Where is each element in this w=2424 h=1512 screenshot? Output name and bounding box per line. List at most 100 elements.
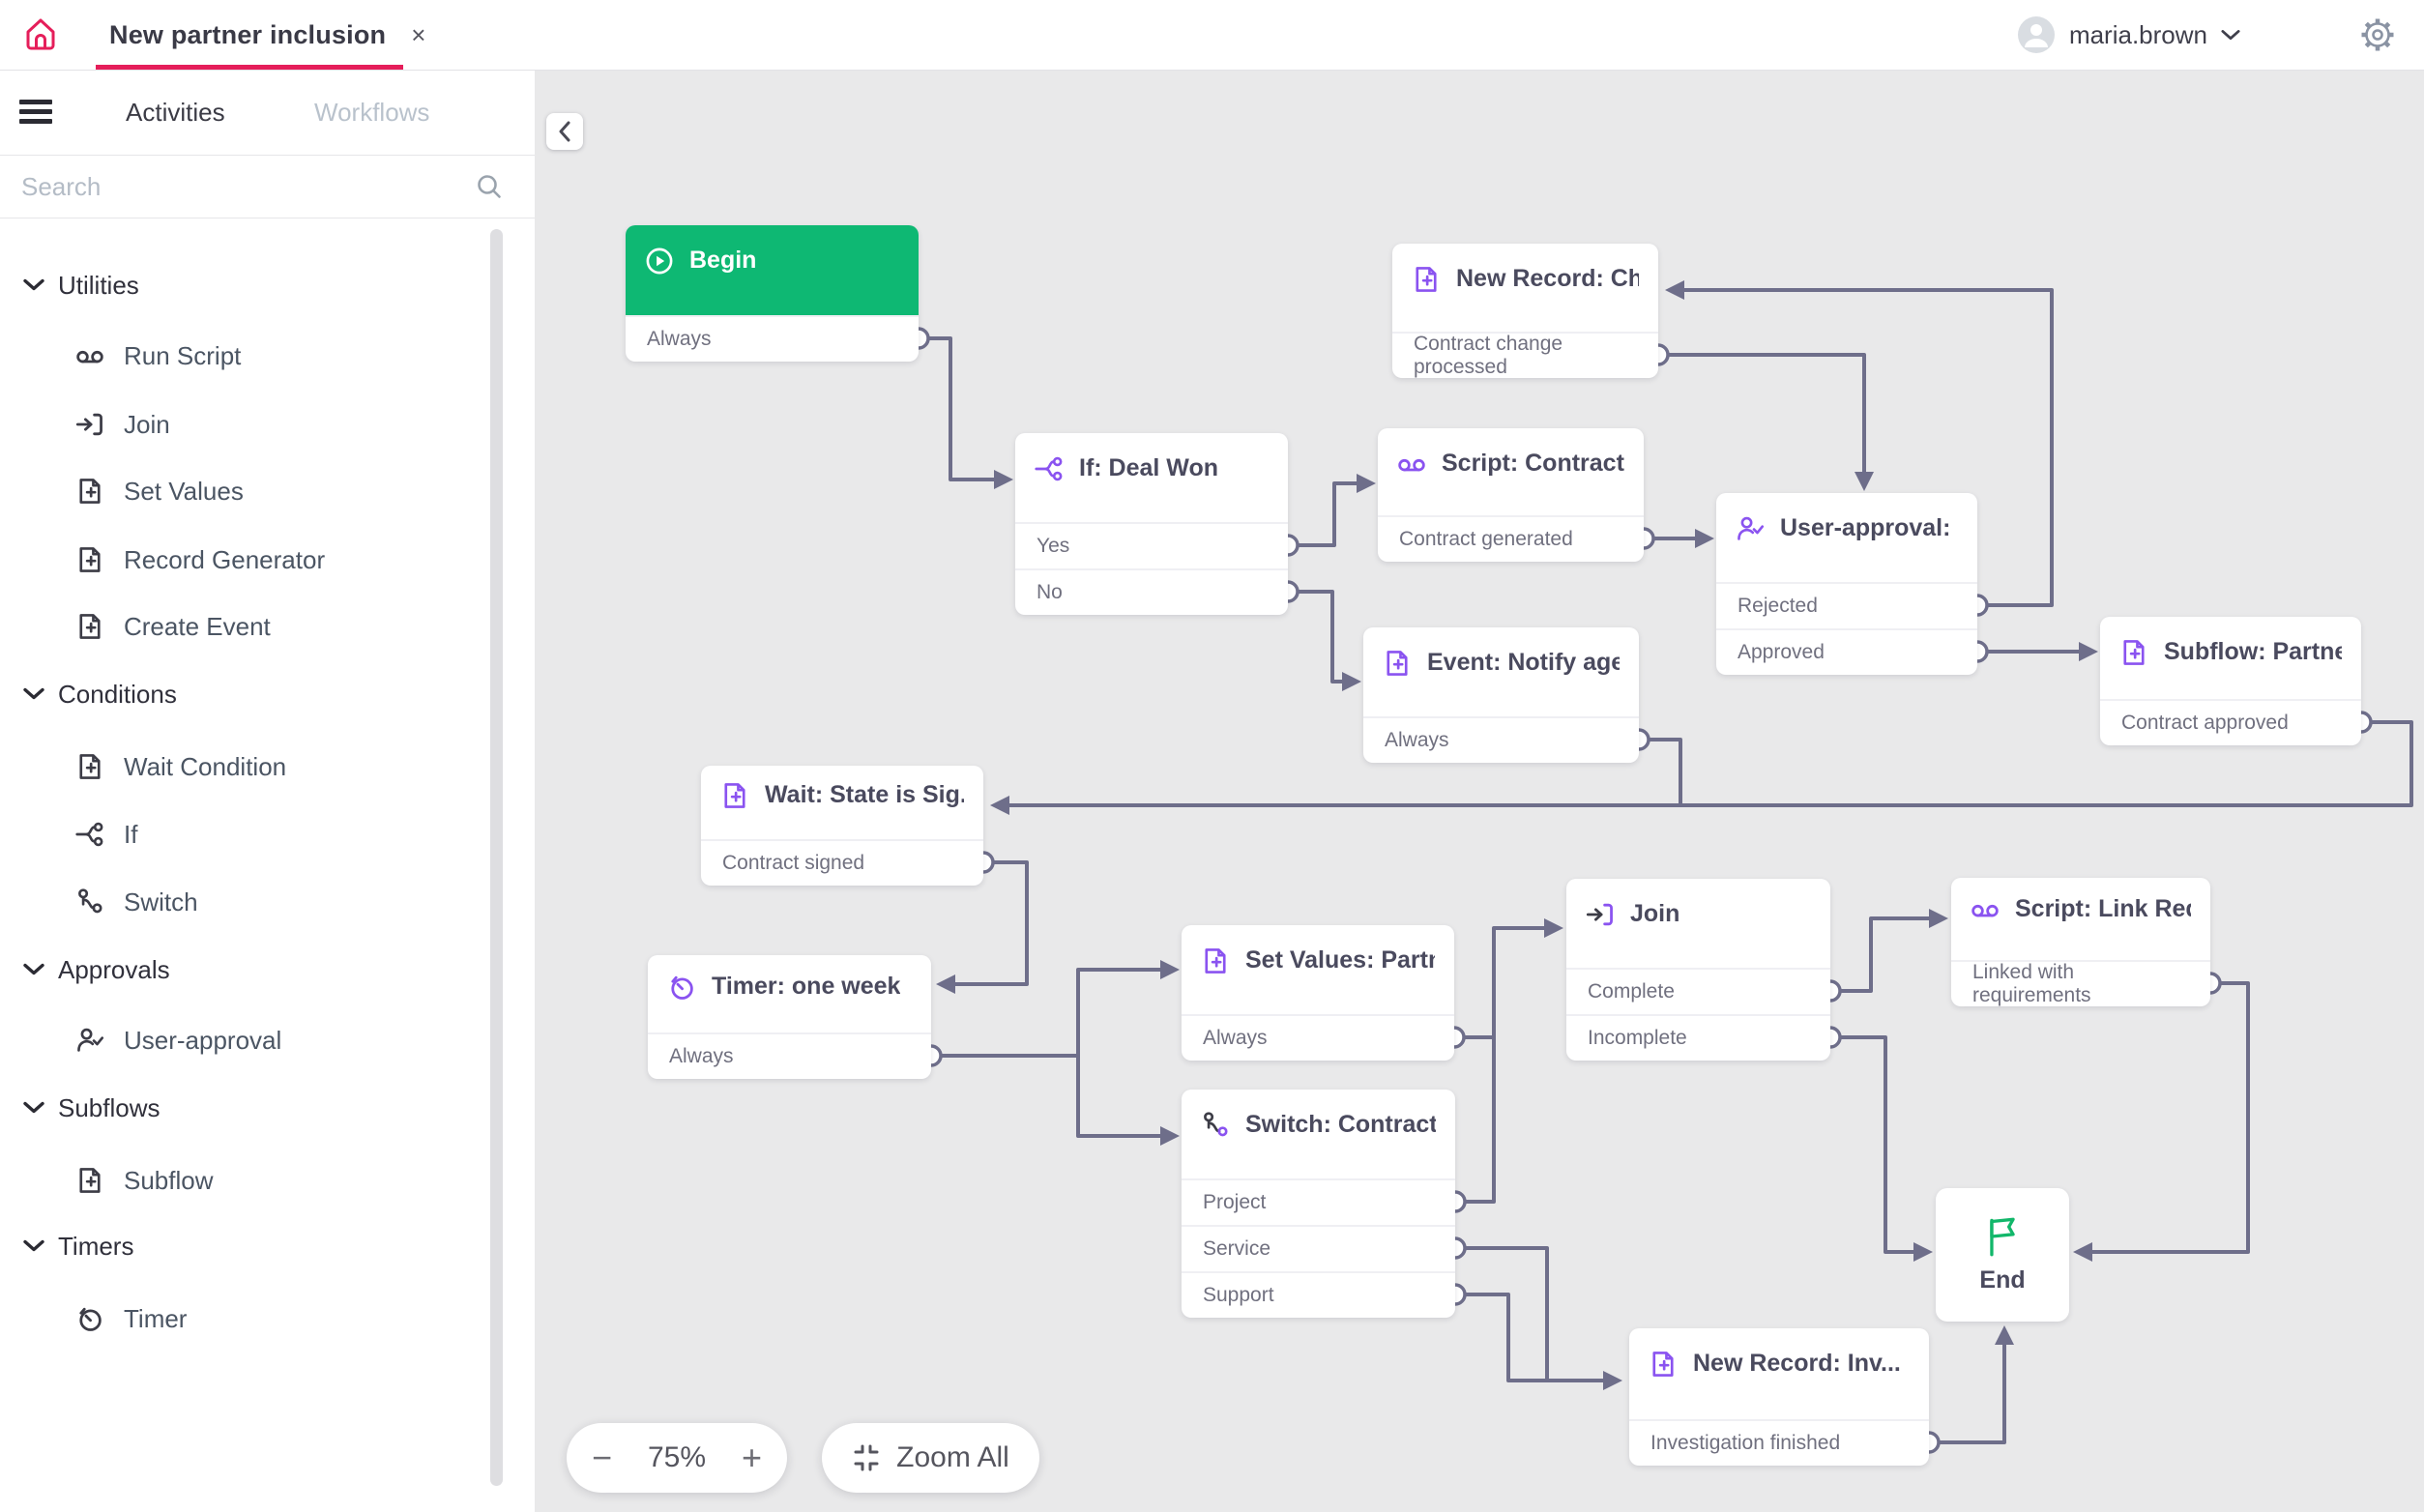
sidebar-item-subflow[interactable]: Subflow xyxy=(0,1157,483,1204)
node-user-approval[interactable]: User-approval: C... Rejected Approved xyxy=(1716,493,1977,675)
document-plus-icon xyxy=(720,781,749,810)
sidebar-item-run-script[interactable]: Run Script xyxy=(0,333,483,379)
output-row: Support xyxy=(1182,1271,1455,1318)
if-branch-icon xyxy=(1035,454,1064,483)
user-menu[interactable]: maria.brown xyxy=(2017,0,2240,70)
chevron-left-icon xyxy=(559,121,570,142)
sidebar-collapse-button[interactable] xyxy=(546,113,583,150)
output-label: Always xyxy=(669,1045,734,1067)
output-row: Contract generated xyxy=(1378,515,1644,562)
sidebar-item-timer[interactable]: Timer xyxy=(0,1295,483,1342)
node-timer-one-week[interactable]: Timer: one week Always xyxy=(648,955,931,1079)
script-icon xyxy=(1971,895,2000,924)
sidebar-item-set-values[interactable]: Set Values xyxy=(0,468,483,514)
tab-close-icon[interactable]: × xyxy=(411,20,426,49)
avatar xyxy=(2017,16,2055,53)
item-label: Join xyxy=(124,409,170,439)
output-label: Incomplete xyxy=(1588,1027,1687,1049)
output-row: No xyxy=(1015,568,1288,615)
zoom-out-button[interactable]: − xyxy=(592,1438,613,1477)
section-subflows[interactable]: Subflows xyxy=(0,1087,483,1129)
sidebar-item-switch[interactable]: Switch xyxy=(0,879,483,925)
tab-workflows[interactable]: Workflows xyxy=(314,70,429,155)
node-begin[interactable]: Begin Always xyxy=(626,225,919,362)
section-utilities[interactable]: Utilities xyxy=(0,264,483,306)
sidebar-item-wait-condition[interactable]: Wait Condition xyxy=(0,743,483,790)
tab-activities[interactable]: Activities xyxy=(126,70,225,155)
search-icon xyxy=(478,175,501,198)
node-title: User-approval: C... xyxy=(1780,514,1958,541)
if-branch-icon xyxy=(75,820,104,849)
output-label: Service xyxy=(1203,1237,1271,1260)
sidebar-scrollbar[interactable] xyxy=(490,229,503,1486)
output-row: Always xyxy=(1363,716,1639,763)
item-label: User-approval xyxy=(124,1025,282,1055)
output-label: Support xyxy=(1203,1284,1274,1306)
tab-activities-label: Activities xyxy=(126,97,225,127)
output-row: Yes xyxy=(1015,522,1288,568)
document-plus-icon xyxy=(75,612,104,641)
zoom-in-button[interactable]: + xyxy=(741,1438,762,1477)
node-header: Script: Link Requi... xyxy=(1951,878,2210,960)
output-label: Yes xyxy=(1037,535,1070,557)
sidebar-item-if[interactable]: If xyxy=(0,811,483,858)
output-row: Service xyxy=(1182,1225,1455,1271)
sidebar-item-record-generator[interactable]: Record Generator xyxy=(0,537,483,583)
document-plus-icon xyxy=(2119,638,2148,667)
sidebar-item-create-event[interactable]: Create Event xyxy=(0,603,483,650)
node-event-notify-agent[interactable]: Event: Notify agent Always xyxy=(1363,627,1639,763)
zoom-all-label: Zoom All xyxy=(896,1441,1009,1473)
section-label: Timers xyxy=(58,1231,134,1261)
timer-icon xyxy=(75,1304,104,1333)
node-title: Wait: State is Sig... xyxy=(765,781,964,808)
switch-icon xyxy=(1201,1111,1230,1140)
sidebar-item-join[interactable]: Join xyxy=(0,401,483,448)
section-conditions[interactable]: Conditions xyxy=(0,673,483,715)
node-switch-contract[interactable]: Switch: Contract ... Project Service Sup… xyxy=(1182,1090,1455,1318)
home-icon[interactable] xyxy=(21,15,60,54)
output-label: Approved xyxy=(1738,641,1825,663)
output-row: Project xyxy=(1182,1178,1455,1225)
join-icon xyxy=(75,410,104,439)
output-label: Linked with requirements xyxy=(1972,961,2091,1006)
script-icon xyxy=(1397,450,1426,479)
node-title: If: Deal Won xyxy=(1079,454,1218,481)
node-header: Begin xyxy=(626,225,919,315)
flag-icon xyxy=(1984,1216,2021,1257)
user-approval-icon xyxy=(1736,514,1765,543)
gear-icon[interactable] xyxy=(2358,15,2397,54)
chevron-down-icon xyxy=(2221,29,2240,40)
fit-view-icon xyxy=(854,1444,879,1471)
node-subflow-partner[interactable]: Subflow: Partner ... Contract approved xyxy=(2100,617,2361,745)
user-approval-icon xyxy=(75,1026,104,1055)
node-if-deal-won[interactable]: If: Deal Won Yes No xyxy=(1015,433,1288,615)
section-timers[interactable]: Timers xyxy=(0,1225,483,1267)
document-plus-icon xyxy=(1412,265,1441,294)
search-input[interactable] xyxy=(19,164,449,210)
output-row: Rejected xyxy=(1716,582,1977,628)
node-wait-state-signed[interactable]: Wait: State is Sig... Contract signed xyxy=(701,766,983,886)
output-label: Contract change processed xyxy=(1414,333,1563,378)
zoom-all-button[interactable]: Zoom All xyxy=(822,1423,1039,1493)
node-new-record-investigation[interactable]: New Record: Inv... Investigation finishe… xyxy=(1629,1328,1929,1466)
node-title: Script: Contract g... xyxy=(1442,450,1624,477)
output-row: Incomplete xyxy=(1566,1014,1830,1061)
node-title: Begin xyxy=(689,247,757,274)
activity-sidebar: Activities Workflows Utilities Run Scrip… xyxy=(0,70,535,1512)
node-set-values-partner[interactable]: Set Values: Partner Always xyxy=(1182,925,1454,1061)
sidebar-item-user-approval[interactable]: User-approval xyxy=(0,1017,483,1063)
hamburger-menu-icon[interactable] xyxy=(19,100,52,125)
item-label: If xyxy=(124,819,138,849)
node-join[interactable]: Join Complete Incomplete xyxy=(1566,879,1830,1061)
node-header: Wait: State is Sig... xyxy=(701,766,983,839)
workflow-tab[interactable]: New partner inclusion × xyxy=(96,0,439,70)
item-label: Timer xyxy=(124,1303,188,1333)
node-script-contract[interactable]: Script: Contract g... Contract generated xyxy=(1378,428,1644,562)
node-end[interactable]: End xyxy=(1936,1188,2069,1322)
node-script-link-requirements[interactable]: Script: Link Requi... Linked with requir… xyxy=(1951,878,2210,1006)
section-approvals[interactable]: Approvals xyxy=(0,948,483,991)
node-header: Set Values: Partner xyxy=(1182,925,1454,1014)
tab-title: New partner inclusion xyxy=(109,19,387,49)
document-plus-icon xyxy=(1201,946,1230,975)
node-new-record-change[interactable]: New Record: Cha... Contract change proce… xyxy=(1392,244,1658,378)
